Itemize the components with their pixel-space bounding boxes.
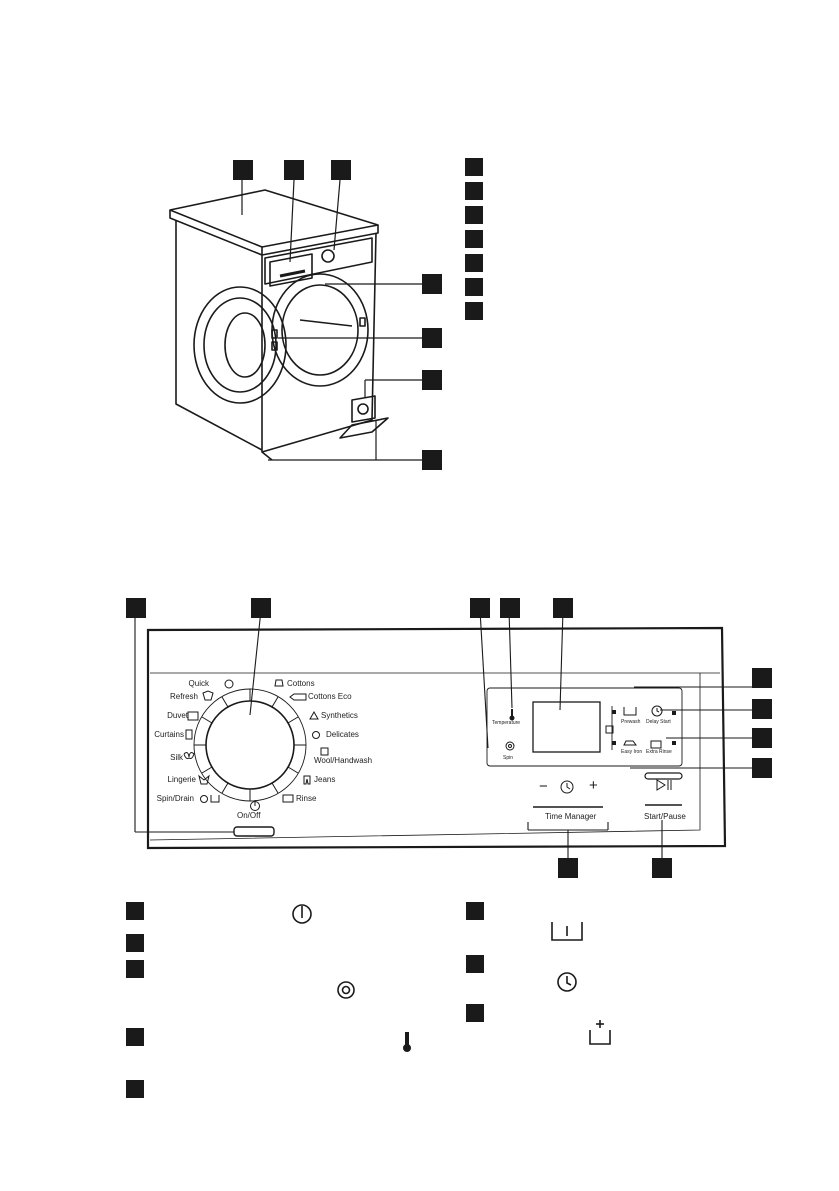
programme-label: Lingerie xyxy=(167,775,196,784)
delicates-icon xyxy=(312,731,320,739)
callout-marker xyxy=(752,728,772,748)
callout-marker xyxy=(470,598,490,618)
delay-clock-icon xyxy=(656,708,660,713)
prewash-tub-icon xyxy=(623,707,637,716)
legend-marker xyxy=(465,182,483,200)
legend-marker xyxy=(465,302,483,320)
callout-marker xyxy=(422,370,442,390)
rinse-icon xyxy=(282,794,294,803)
delay-clock-icon xyxy=(566,976,572,986)
callout-marker xyxy=(251,598,271,618)
programme-label: Rinse xyxy=(296,794,317,803)
legend-marker xyxy=(126,1080,144,1098)
callout-marker xyxy=(752,668,772,688)
drain-icon xyxy=(210,795,220,803)
programme-label: Quick xyxy=(188,679,209,688)
legend-marker xyxy=(465,230,483,248)
temperature-label: Temperature xyxy=(492,720,521,726)
programme-label: Synthetics xyxy=(321,711,358,720)
programme-label: Cottons xyxy=(287,679,315,688)
spin-label: Spin xyxy=(503,755,514,761)
power-icon xyxy=(292,904,312,924)
synthetics-icon xyxy=(309,710,319,720)
time-manager-icon xyxy=(566,783,571,790)
panel-icons xyxy=(183,679,672,811)
legend-marker xyxy=(465,254,483,272)
programme-label: Cottons Eco xyxy=(308,692,352,701)
control-panel-drawing xyxy=(134,609,752,858)
time-plus-button[interactable]: + xyxy=(589,777,598,794)
callout-marker xyxy=(284,160,304,180)
extra-rinse-icon xyxy=(650,740,662,749)
easy-iron-icon xyxy=(623,740,637,746)
legend-marker xyxy=(466,955,484,973)
thermometer-icon xyxy=(509,715,515,721)
callout-marker xyxy=(331,160,351,180)
spin-spiral-icon xyxy=(508,744,512,748)
legend-marker xyxy=(126,934,144,952)
silk-icon xyxy=(183,752,195,759)
callout-marker xyxy=(652,858,672,878)
refresh-icon xyxy=(202,690,214,701)
prewash-tub-icon xyxy=(551,922,583,941)
spin-spiral-icon xyxy=(337,981,355,999)
extra-rinse-icon xyxy=(589,1030,611,1045)
time-minus-button[interactable]: − xyxy=(539,778,548,795)
cottons-icon xyxy=(274,679,284,687)
callout-marker xyxy=(233,160,253,180)
programme-label: Curtains xyxy=(154,730,184,739)
time-manager-label: Time Manager xyxy=(545,812,597,821)
jeans-icon xyxy=(303,775,311,785)
duvet-icon xyxy=(187,711,199,721)
callout-marker xyxy=(752,758,772,778)
programme-label: Silk xyxy=(170,753,183,762)
spin-spiral-icon xyxy=(341,985,351,995)
delay-clock-icon xyxy=(651,705,663,717)
legend-marker xyxy=(126,1028,144,1046)
programme-label: Duvet xyxy=(167,711,188,720)
legend-marker xyxy=(126,902,144,920)
callout-marker xyxy=(422,450,442,470)
option-icon xyxy=(605,725,614,734)
quick-icon xyxy=(224,679,234,689)
thermometer-icon xyxy=(403,1032,411,1052)
legend-marker xyxy=(465,206,483,224)
callout-marker xyxy=(558,858,578,878)
programme-label: Wool/Handwash xyxy=(314,756,373,765)
callout-marker xyxy=(752,699,772,719)
easy-iron-label: Easy Iron xyxy=(621,749,643,755)
callout-marker xyxy=(500,598,520,618)
delay-clock-icon xyxy=(557,972,577,992)
programme-label: Delicates xyxy=(326,730,359,739)
lingerie-icon xyxy=(198,774,210,785)
legend-marker xyxy=(466,902,484,920)
start-pause-icon xyxy=(656,779,666,791)
cottons-eco-icon xyxy=(289,693,307,701)
spin-drain-icon xyxy=(200,795,208,803)
programme-label: Spin/Drain xyxy=(156,794,194,803)
legend-marker xyxy=(126,960,144,978)
callout-marker xyxy=(422,328,442,348)
legend-marker xyxy=(465,158,483,176)
callout-marker xyxy=(422,274,442,294)
legend-marker xyxy=(465,278,483,296)
machine-overview-drawing xyxy=(169,179,422,461)
wool-icon xyxy=(320,747,329,756)
callout-marker xyxy=(126,598,146,618)
legend-marker xyxy=(466,1004,484,1022)
prewash-label: Prewash xyxy=(621,719,641,725)
programme-label: Refresh xyxy=(169,692,198,701)
extra-rinse-label: Extra Rinse xyxy=(646,749,672,755)
start-pause-label: Start/Pause xyxy=(644,812,686,821)
on-off-label: On/Off xyxy=(237,811,261,820)
callout-marker xyxy=(553,598,573,618)
curtains-icon xyxy=(185,729,193,740)
programme-label: Jeans xyxy=(314,775,336,784)
spin-spiral-icon xyxy=(505,741,515,751)
delay-start-label: Delay Start xyxy=(646,719,671,725)
time-manager-icon xyxy=(560,780,574,794)
